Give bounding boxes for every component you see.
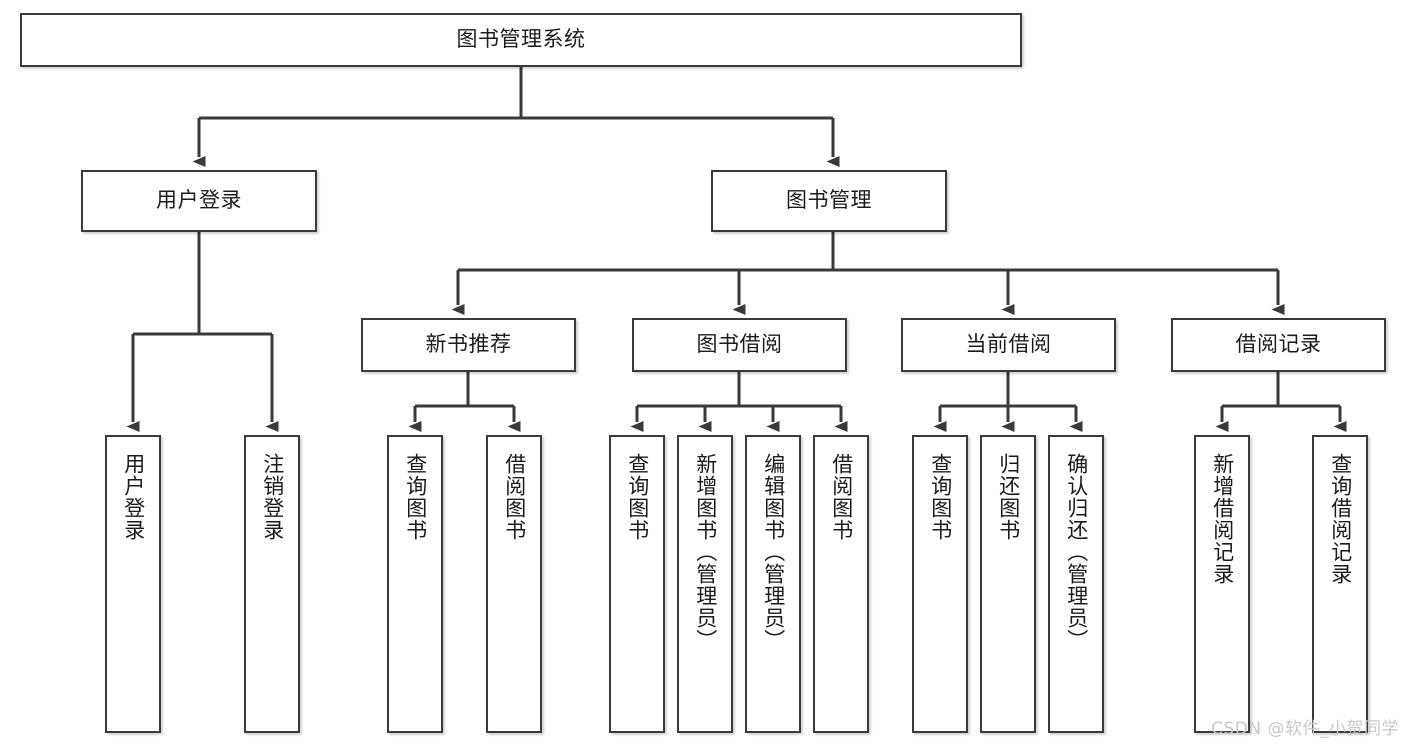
node-label: 新增借阅记录 <box>1210 453 1235 585</box>
node-root-system[interactable]: 图书管理系统 <box>20 13 1022 67</box>
node-label: 图书借阅 <box>696 332 783 357</box>
node-label: 归还图书 <box>996 453 1021 541</box>
leaf-edit-book-admin[interactable]: 编辑图书（管理员） <box>745 435 801 733</box>
leaf-query-book-recommend[interactable]: 查询图书 <box>387 435 443 733</box>
node-label: 编辑图书（管理员） <box>761 453 786 651</box>
node-label: 新书推荐 <box>425 332 512 357</box>
node-current-borrow[interactable]: 当前借阅 <box>901 318 1116 372</box>
node-new-book-recommend[interactable]: 新书推荐 <box>361 318 576 372</box>
node-borrow-record[interactable]: 借阅记录 <box>1171 318 1386 372</box>
node-label: 用户登录 <box>121 453 146 541</box>
leaf-borrow-book[interactable]: 借阅图书 <box>813 435 869 733</box>
node-user-login[interactable]: 用户登录 <box>81 170 317 232</box>
node-label: 查询图书 <box>625 453 650 541</box>
node-label: 注销登录 <box>260 453 285 541</box>
node-label: 用户登录 <box>156 188 242 213</box>
leaf-return-book[interactable]: 归还图书 <box>980 435 1036 733</box>
node-label: 借阅图书 <box>502 453 527 541</box>
node-label: 图书管理 <box>786 188 872 213</box>
leaf-logout[interactable]: 注销登录 <box>244 435 300 733</box>
leaf-borrow-book-recommend[interactable]: 借阅图书 <box>486 435 542 733</box>
node-label: 查询图书 <box>928 453 953 541</box>
node-book-borrow[interactable]: 图书借阅 <box>632 318 847 372</box>
node-label: 借阅记录 <box>1235 332 1322 357</box>
node-label: 查询图书 <box>403 453 428 541</box>
node-label: 借阅图书 <box>829 453 854 541</box>
leaf-add-book-admin[interactable]: 新增图书（管理员） <box>677 435 733 733</box>
node-label: 新增图书（管理员） <box>693 453 718 651</box>
leaf-query-book-current[interactable]: 查询图书 <box>912 435 968 733</box>
leaf-query-borrow-record[interactable]: 查询借阅记录 <box>1312 435 1368 733</box>
node-label: 确认归还（管理员） <box>1064 453 1089 651</box>
leaf-add-borrow-record[interactable]: 新增借阅记录 <box>1194 435 1250 733</box>
node-label: 查询借阅记录 <box>1328 453 1353 585</box>
node-book-management[interactable]: 图书管理 <box>711 170 947 232</box>
leaf-query-book[interactable]: 查询图书 <box>609 435 665 733</box>
node-label: 图书管理系统 <box>456 27 586 52</box>
leaf-user-login[interactable]: 用户登录 <box>105 435 161 733</box>
node-label: 当前借阅 <box>965 332 1052 357</box>
leaf-confirm-return-admin[interactable]: 确认归还（管理员） <box>1048 435 1104 733</box>
csdn-watermark: CSDN @软件_小贺同学 <box>1211 719 1399 739</box>
